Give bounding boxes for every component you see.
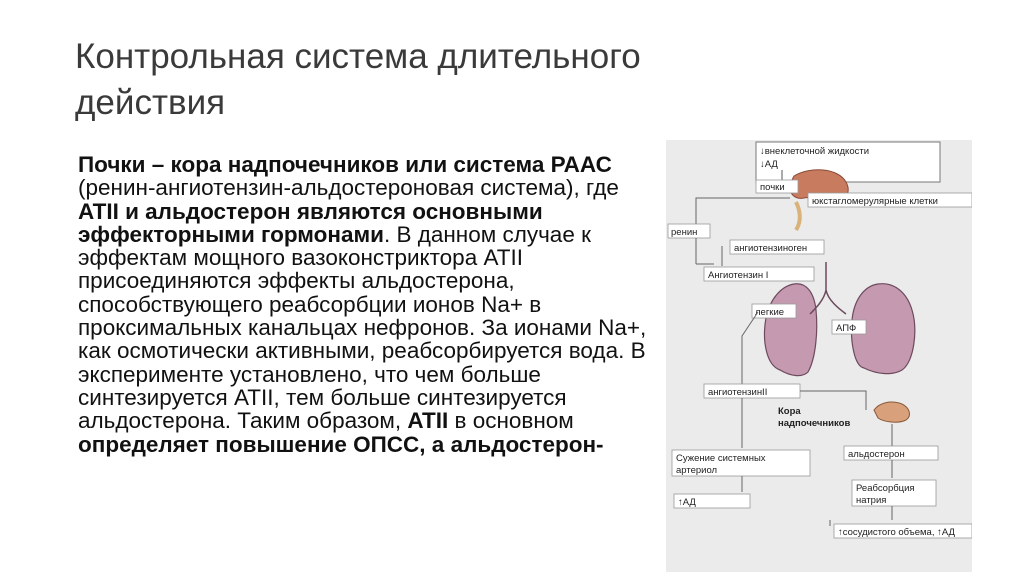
constriction-label-2: артериол [676, 465, 717, 476]
constriction-box [671, 449, 811, 477]
lung-to-angiotensin2-line [741, 311, 759, 387]
lungs-box [751, 303, 797, 319]
body-bold-7: определяет повышение ОПСС, а альдостерон… [78, 431, 604, 457]
adrenal-gland-icon [873, 401, 910, 423]
kidneys-box [755, 179, 799, 194]
slide-title: Контрольная система длительного действия [75, 37, 641, 122]
reabsorption-label-1: Реабсорбция [856, 483, 915, 494]
angiotensin1-label: Ангиотензин I [708, 270, 768, 281]
body-bold-5: ATII [407, 408, 449, 434]
renin-box [667, 223, 711, 239]
volume-label: ↑сосудистого объема, ↑АД [838, 527, 956, 538]
left-lung-icon [763, 283, 818, 377]
body-bold-3: ATII и альдостерон являются основными эф… [78, 198, 543, 247]
body-text-6: в основном [448, 408, 574, 434]
angiotensin1-box [703, 266, 815, 282]
aldosterone-label: альдостерон [848, 449, 905, 460]
reabsorption-box [851, 479, 937, 507]
raas-diagram-svg: ↓внеклеточной жидкости ↓АД почки юкстагл… [667, 141, 972, 539]
renin-line [695, 197, 790, 226]
adrenal-cortex-label-2: надпочечников [778, 418, 850, 429]
angiotensinogen-label: ангиотензиноген [734, 243, 807, 254]
body-bold-1: Почки – кора надпочечников или система Р… [78, 152, 612, 177]
body-paragraph: Почки – кора надпочечников или система Р… [78, 153, 648, 456]
volume-box [833, 523, 972, 539]
jg-cells-box [807, 192, 972, 208]
ace-label: АПФ [836, 323, 856, 334]
ecf-box [755, 141, 941, 183]
ecf-label: ↓внеклеточной жидкости [760, 146, 869, 157]
body-text-2: (ренин-ангиотензин-альдостероновая систе… [78, 175, 619, 201]
aldosterone-box [843, 445, 939, 461]
bp-up-label: ↑АД [678, 497, 696, 508]
lungs-label: легкие [755, 307, 784, 318]
trachea-icon [809, 262, 847, 315]
constriction-label-1: Сужение системных [676, 453, 766, 464]
raas-diagram: ↓внеклеточной жидкости ↓АД почки юкстагл… [666, 140, 972, 572]
bp-up-box [673, 493, 751, 509]
angiotensinogen-box [729, 239, 825, 255]
angiotensin2-right-line [800, 390, 867, 410]
reabsorption-label-2: натрия [856, 495, 886, 506]
ureter-icon [794, 201, 802, 232]
bp-down-label: ↓АД [760, 159, 778, 170]
body-text-4: . В данном случае к эффектам мощного ваз… [78, 221, 647, 434]
ace-box [831, 319, 867, 335]
kidneys-label: почки [760, 182, 785, 193]
renin-label: ренин [671, 227, 697, 238]
adrenal-cortex-label-1: Кора [778, 406, 801, 417]
angiotensin2-label: ангиотензинII [708, 387, 767, 398]
jg-cells-label: юкстагломерулярные клетки [812, 196, 938, 207]
